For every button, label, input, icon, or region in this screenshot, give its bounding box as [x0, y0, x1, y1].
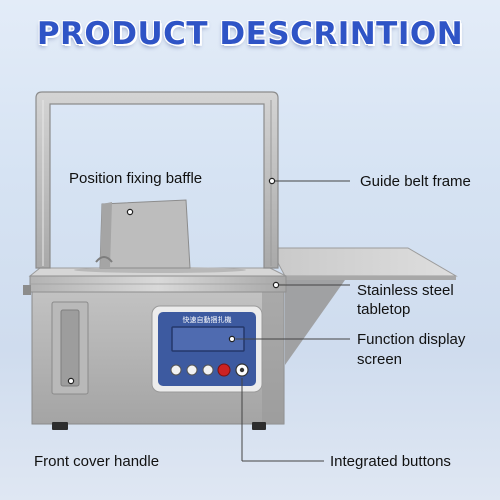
side-tray [269, 247, 458, 365]
panel-button-2[interactable] [186, 364, 198, 376]
label-stainless-steel-line2: tabletop [357, 301, 411, 318]
position-fixing-baffle [95, 199, 191, 269]
label-front-cover-handle: Front cover handle [34, 453, 160, 470]
label-integrated-buttons: Integrated buttons [330, 453, 451, 470]
label-function-display-line1: Function display [357, 331, 466, 348]
label-guide-belt-frame: Guide belt frame [360, 173, 471, 190]
control-panel: 快速自動捆扎機 [151, 305, 263, 393]
panel-button-stop[interactable] [217, 363, 231, 377]
label-function-display-line2: screen [357, 351, 403, 368]
panel-brand-text: 快速自動捆扎機 [183, 315, 232, 324]
panel-button-1[interactable] [170, 364, 182, 376]
page-title: PRODUCT DESCRINTION [36, 16, 464, 52]
panel-button-3[interactable] [202, 364, 214, 376]
callout-lines [236, 177, 350, 462]
label-stainless-steel-line1: Stainless steel [357, 282, 454, 299]
front-cover-handle [51, 301, 89, 395]
label-position-fixing-baffle: Position fixing baffle [69, 170, 203, 187]
stainless-steel-tabletop [23, 267, 287, 295]
